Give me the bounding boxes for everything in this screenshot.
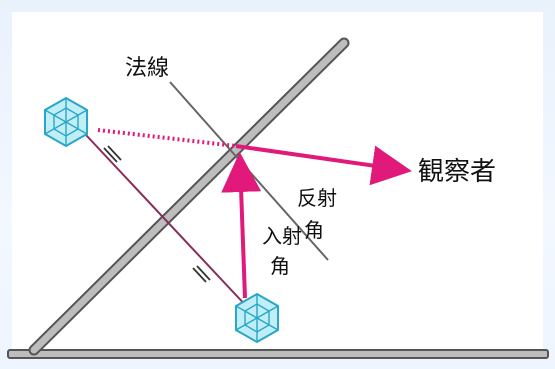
image-object-icon: [44, 96, 88, 148]
floor-base: [7, 349, 549, 359]
diagram-panel: [12, 12, 543, 357]
reflection-angle-label-line1: 反射: [297, 186, 337, 210]
reflected-ray: [235, 144, 412, 186]
mirror-surface: [30, 39, 348, 354]
incident-ray: [221, 152, 262, 299]
reflection-angle-label-line2: 角: [304, 218, 324, 242]
virtual-ray-dotted: [97, 128, 237, 148]
real-object-icon: [235, 292, 279, 344]
normal-label: 法線: [125, 56, 169, 81]
object-image-connector: [85, 134, 251, 311]
incidence-angle-label-line1: 入射: [262, 224, 302, 248]
observer-label: 観察者: [418, 157, 496, 187]
incidence-angle-label-line2: 角: [270, 254, 290, 278]
equal-length-marks: [103, 145, 211, 283]
